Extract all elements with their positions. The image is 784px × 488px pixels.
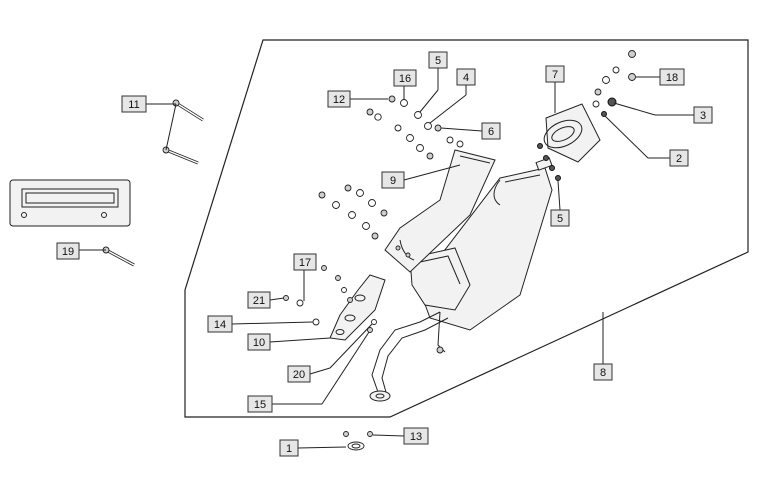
- callout-9: 9: [381, 171, 405, 189]
- long-bolts: [162, 99, 204, 165]
- callout-16: 16: [393, 69, 417, 87]
- svg-text:5: 5: [557, 213, 563, 225]
- fasteners: [283, 50, 636, 451]
- callout-18: 18: [659, 68, 685, 86]
- svg-text:1: 1: [286, 443, 292, 455]
- upper-heat-shield: [384, 149, 496, 273]
- callout-3: 3: [693, 106, 713, 124]
- svg-text:21: 21: [253, 295, 265, 307]
- callout-15: 15: [247, 395, 273, 413]
- svg-text:13: 13: [410, 431, 422, 443]
- leader-lines: [79, 68, 694, 449]
- callout-13: 13: [403, 427, 429, 445]
- svg-text:4: 4: [463, 72, 469, 84]
- callout-21: 21: [247, 291, 271, 309]
- callout-7: 7: [545, 65, 565, 83]
- mounting-bolt: [102, 246, 135, 267]
- svg-text:9: 9: [390, 175, 396, 187]
- svg-text:18: 18: [666, 72, 678, 84]
- callout-17: 17: [293, 253, 317, 271]
- end-cap: [543, 103, 601, 163]
- svg-text:16: 16: [399, 73, 411, 85]
- svg-text:11: 11: [128, 99, 139, 111]
- heat-shield-plate: [9, 179, 131, 227]
- svg-text:5: 5: [435, 55, 441, 67]
- callout-10: 10: [247, 333, 271, 351]
- svg-text:19: 19: [62, 246, 74, 258]
- svg-text:14: 14: [214, 319, 226, 331]
- svg-text:20: 20: [293, 369, 305, 381]
- callout-8: 8: [593, 363, 613, 381]
- svg-text:3: 3: [700, 110, 706, 122]
- svg-text:15: 15: [254, 399, 266, 411]
- callout-2: 2: [669, 149, 689, 167]
- svg-text:6: 6: [488, 126, 494, 138]
- callout-1: 1: [279, 439, 299, 457]
- callout-5-top: 5: [428, 51, 448, 69]
- callout-19: 19: [56, 242, 80, 260]
- callout-11: 11: [121, 95, 147, 113]
- svg-text:2: 2: [676, 153, 682, 165]
- callout-14: 14: [207, 315, 233, 333]
- callout-20: 20: [287, 365, 311, 383]
- callout-6: 6: [481, 122, 501, 140]
- svg-text:8: 8: [600, 367, 606, 379]
- lower-heat-shield: [329, 274, 386, 341]
- callout-5-right: 5: [550, 209, 570, 227]
- svg-text:12: 12: [333, 94, 345, 106]
- assembly-outline: [184, 39, 749, 418]
- muffler-assembly: [369, 157, 553, 402]
- callout-12: 12: [327, 90, 351, 108]
- svg-text:10: 10: [253, 337, 265, 349]
- svg-text:17: 17: [299, 257, 311, 269]
- svg-text:7: 7: [552, 69, 558, 81]
- callout-4: 4: [456, 68, 476, 86]
